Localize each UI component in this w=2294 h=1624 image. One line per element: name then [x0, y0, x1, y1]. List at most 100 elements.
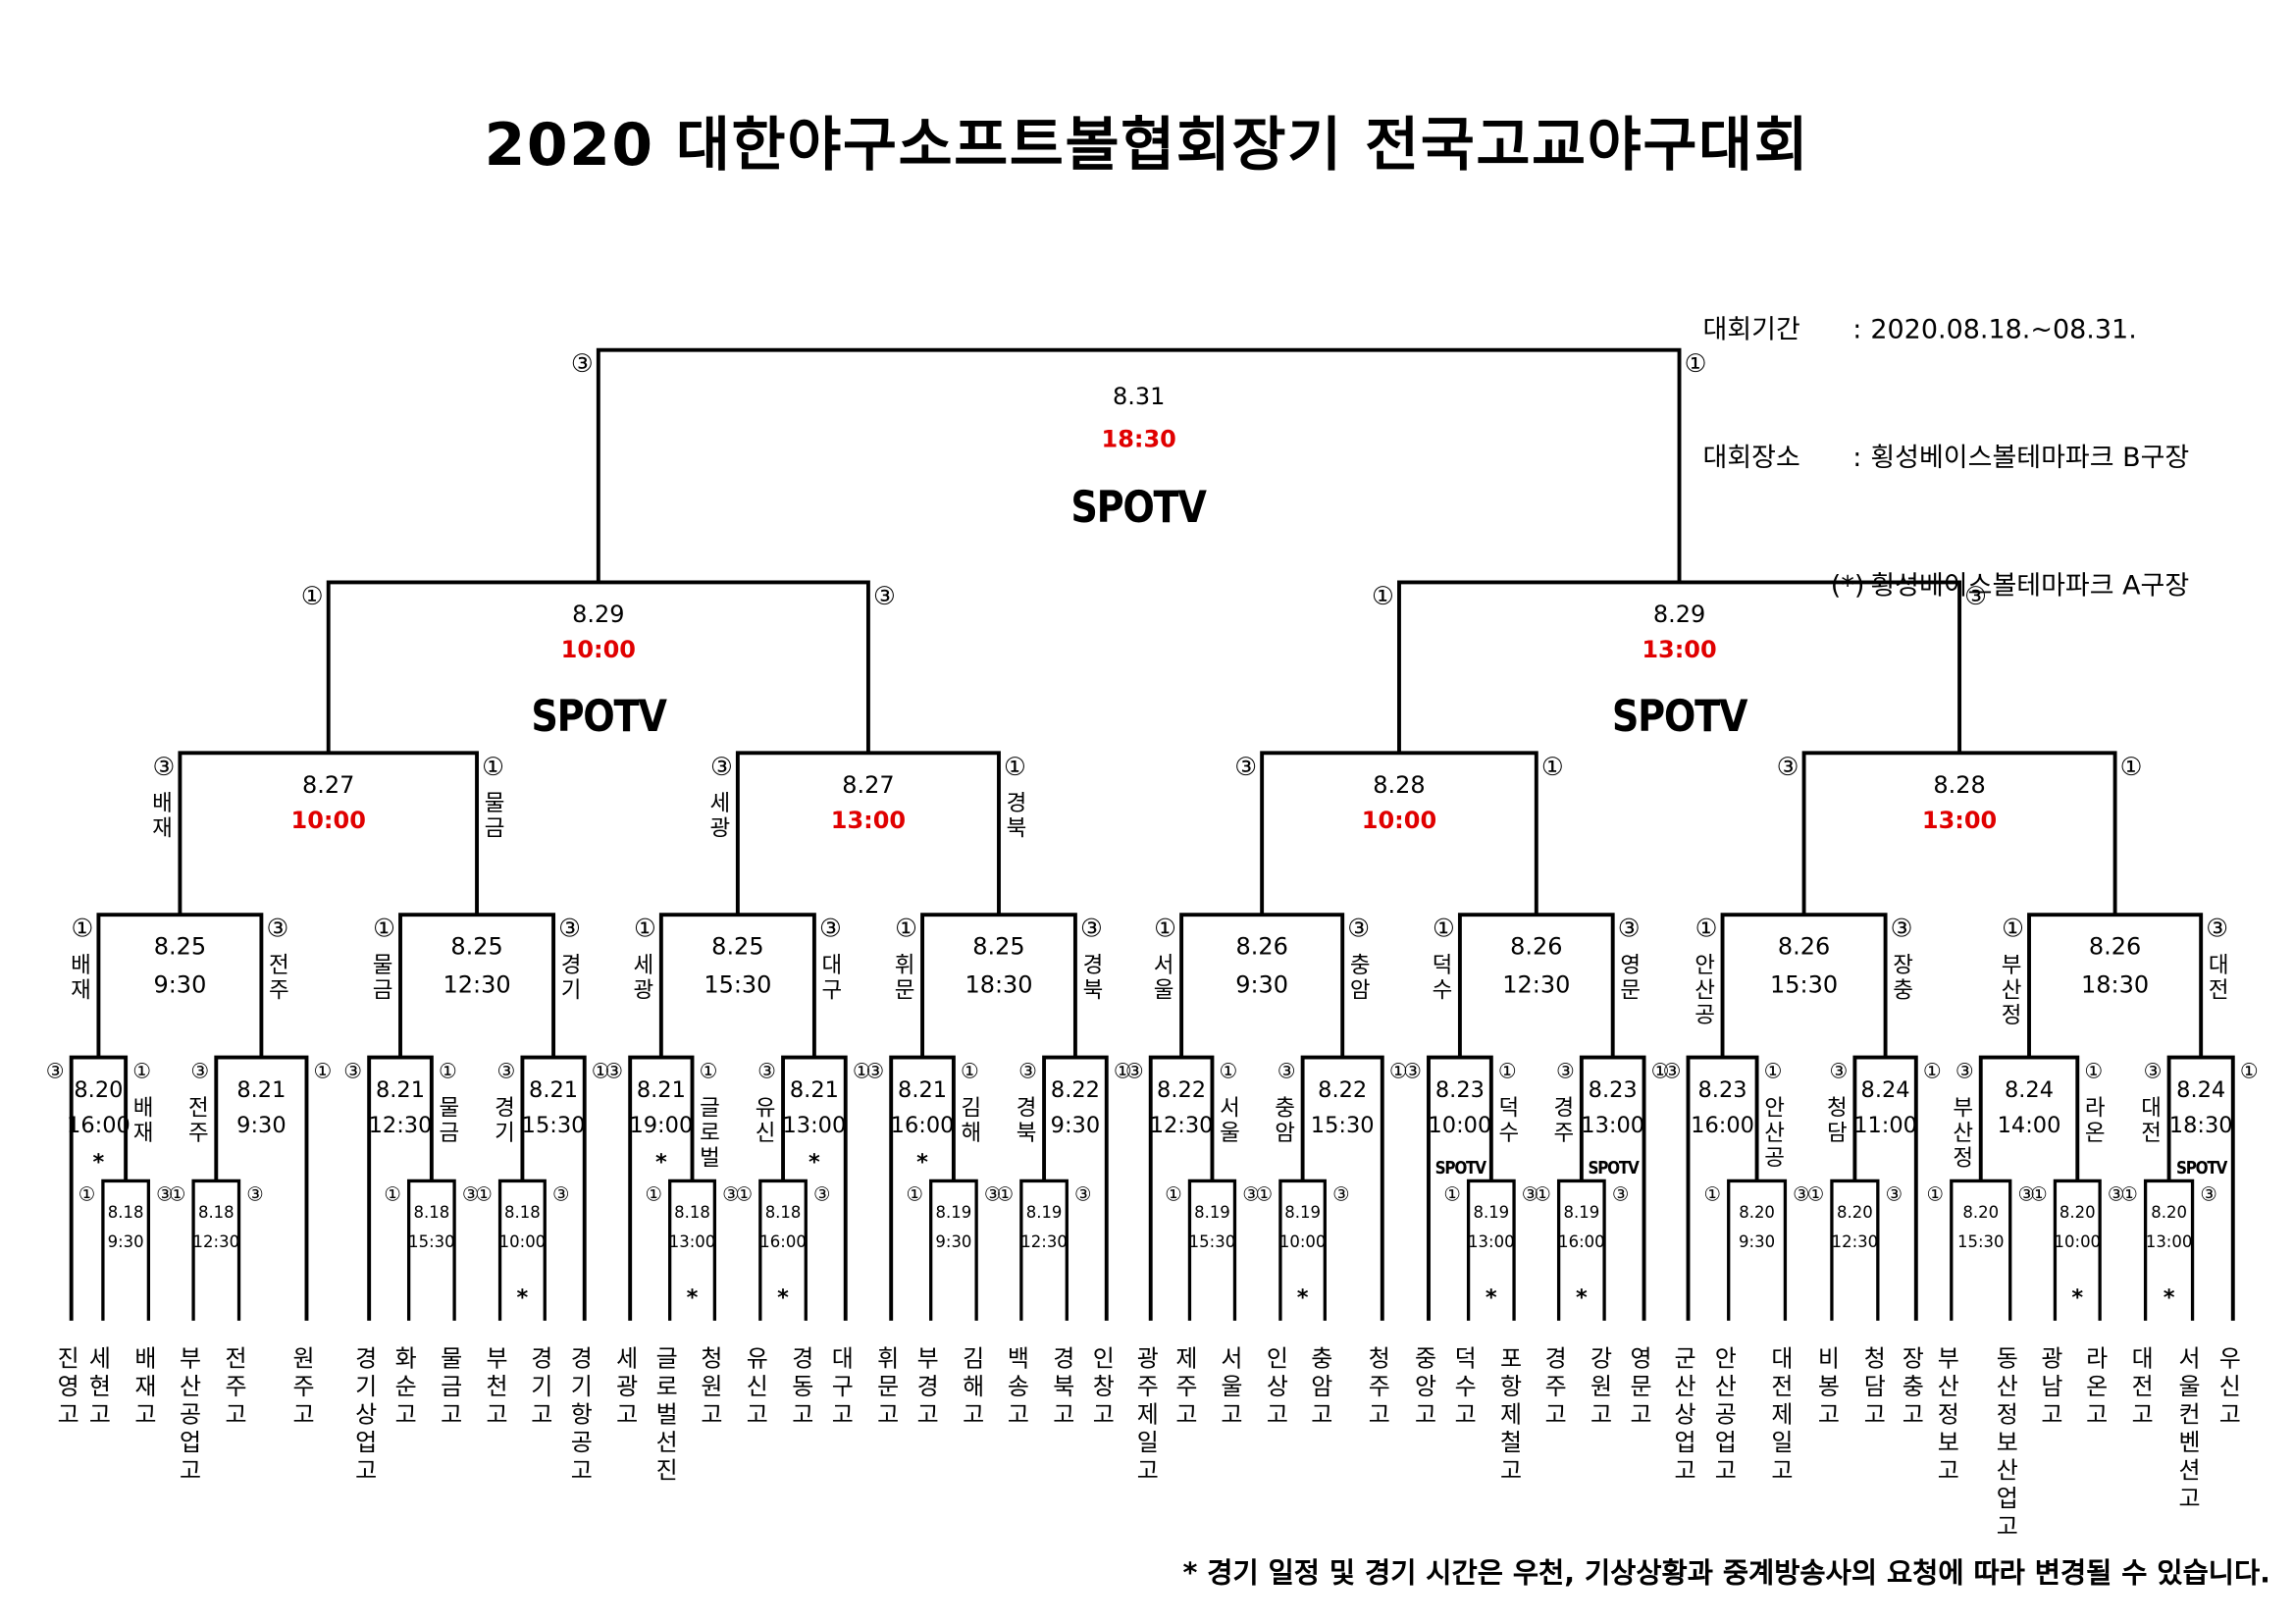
team-name: 김해고 — [957, 1345, 986, 1430]
dugout-mark-right: ① — [1540, 753, 1564, 783]
a-field-star-icon: * — [516, 1283, 529, 1311]
team-name: 덕수고 — [1449, 1345, 1478, 1430]
dugout-mark-right: ③ — [872, 582, 896, 612]
dugout-mark-right: ① — [852, 1060, 871, 1084]
dugout-mark-left: ① — [78, 1184, 96, 1207]
advancing-team-label: 경북 — [1002, 791, 1029, 842]
match-date: 8.23 — [1434, 1075, 1485, 1103]
dugout-mark-left: ① — [1372, 582, 1394, 612]
match-time: 18:30 — [965, 970, 1033, 999]
dugout-mark-left: ③ — [1277, 1060, 1296, 1084]
dugout-mark-left: ① — [1443, 1184, 1461, 1207]
team-name: 청담고 — [1858, 1345, 1887, 1430]
match-time: 19:00 — [629, 1111, 694, 1138]
team-name: 경주고 — [1539, 1345, 1568, 1430]
info-value: 횡성베이스볼테마파크 B구장 — [1870, 443, 2190, 474]
match-time: 10:00 — [290, 806, 366, 834]
match-time: 13:00 — [830, 806, 907, 834]
dugout-mark-left: ① — [300, 582, 324, 612]
team-name: 휘문고 — [871, 1345, 901, 1430]
advancing-team-label: 배재 — [148, 791, 176, 842]
dugout-mark-right: ① — [482, 753, 504, 783]
advancing-team-label: 배재 — [67, 953, 94, 1004]
match-date: 8.26 — [2088, 932, 2142, 961]
match-date: 8.25 — [711, 932, 764, 961]
match-time: 9:30 — [1739, 1231, 1776, 1251]
match-time: 10:00 — [498, 1231, 547, 1251]
team-name: 부천고 — [481, 1345, 509, 1430]
team-name: 강원고 — [1585, 1345, 1614, 1430]
team-name: 충암고 — [1305, 1345, 1334, 1430]
match-time: 13:00 — [1468, 1231, 1515, 1251]
match-date: 8.19 — [1284, 1202, 1321, 1222]
dugout-mark-left: ① — [1694, 915, 1718, 945]
dugout-mark-left: ① — [1432, 915, 1455, 945]
match-date: 8.20 — [1962, 1202, 2000, 1222]
dugout-mark-right: ③ — [1793, 1184, 1810, 1207]
dugout-mark-right: ③ — [1074, 1184, 1092, 1207]
dugout-mark-left: ① — [475, 1184, 493, 1207]
tournament-info: 대회기간 : 2020.08.18.~08.31. 대회장소 : 횡성베이스볼테… — [1702, 224, 2189, 693]
dugout-mark-right: ① — [591, 1060, 610, 1084]
dugout-mark-right: ③ — [461, 1184, 480, 1207]
match-time: 16:00 — [890, 1111, 955, 1138]
team-name: 인창고 — [1087, 1345, 1116, 1430]
info-sep: : — [1852, 443, 1862, 474]
advancing-team-label: 덕수 — [1428, 953, 1455, 1004]
match-date: 8.18 — [197, 1202, 235, 1222]
dugout-mark-left: ① — [2030, 1184, 2048, 1207]
team-name: 화순고 — [390, 1345, 418, 1430]
advancing-team-label: 장충 — [1889, 953, 1916, 1004]
team-name: 경기항공고 — [565, 1345, 594, 1486]
team-name: 부경고 — [912, 1345, 940, 1430]
dugout-mark-right: ③ — [1242, 1184, 1260, 1207]
match-time: 13:00 — [1921, 806, 1998, 834]
team-name: 부산공업고 — [174, 1345, 203, 1486]
team-name: 대전제일고 — [1765, 1345, 1795, 1486]
dugout-mark-right: ③ — [818, 915, 842, 945]
dugout-mark-right: ① — [438, 1060, 457, 1084]
dugout-mark-right: ③ — [2200, 1184, 2217, 1207]
team-name: 청원고 — [695, 1345, 724, 1430]
a-field-star-icon: * — [1485, 1283, 1497, 1311]
info-label: (*) — [1830, 570, 1865, 602]
advancing-team-label: 경기 — [556, 953, 584, 1004]
team-name: 전주고 — [220, 1345, 248, 1430]
a-field-star-icon: * — [92, 1148, 105, 1176]
match-time: 15:30 — [1310, 1111, 1375, 1138]
spotv-logo: SPOTV — [531, 691, 667, 743]
info-venue-a: (*) 횡성베이스볼테마파크 A구장 — [1702, 565, 2189, 607]
dugout-mark-right: ③ — [813, 1184, 831, 1207]
a-field-star-icon: * — [1575, 1283, 1588, 1311]
dugout-mark-left: ③ — [757, 1060, 776, 1084]
advancing-team-label: 경북 — [1012, 1095, 1039, 1146]
match-date: 8.22 — [1318, 1075, 1368, 1103]
dugout-mark-left: ① — [384, 1184, 401, 1207]
advancing-team-label: 라온 — [2081, 1095, 2109, 1146]
dugout-mark-right: ① — [2084, 1060, 2104, 1084]
dugout-mark-left: ① — [2002, 915, 2024, 945]
dugout-mark-left: ① — [633, 915, 656, 945]
footnote: * 경기 일정 및 경기 시간은 우천, 기상상황과 중계방송사의 요청에 따라… — [1182, 1557, 2270, 1591]
advancing-team-label: 물금 — [368, 953, 395, 1004]
match-date: 8.19 — [1563, 1202, 1600, 1222]
match-date: 8.21 — [236, 1075, 287, 1103]
advancing-team-label: 경주 — [1549, 1095, 1577, 1146]
page-title: 2020 대한야구소프트볼협회장기 전국고교야구대회 — [484, 111, 1810, 180]
match-time: 10:00 — [1278, 1231, 1327, 1251]
match-date: 8.21 — [375, 1075, 426, 1103]
match-time: 13:00 — [2145, 1231, 2193, 1251]
dugout-mark-right: ③ — [1617, 915, 1641, 945]
match-date: 8.20 — [1739, 1202, 1775, 1222]
match-date: 8.31 — [1112, 382, 1166, 411]
dugout-mark-left: ③ — [1234, 753, 1258, 783]
spotv-logo: SPOTV — [2175, 1157, 2227, 1179]
dugout-mark-left: ① — [168, 1184, 186, 1207]
advancing-team-label: 부산정 — [1949, 1095, 1976, 1171]
dugout-mark-right: ③ — [2017, 1184, 2035, 1207]
match-time: 18:30 — [2081, 970, 2150, 999]
dugout-mark-right: ③ — [1332, 1184, 1350, 1207]
dugout-mark-left: ③ — [496, 1060, 516, 1084]
dugout-mark-left: ③ — [1829, 1060, 1849, 1084]
